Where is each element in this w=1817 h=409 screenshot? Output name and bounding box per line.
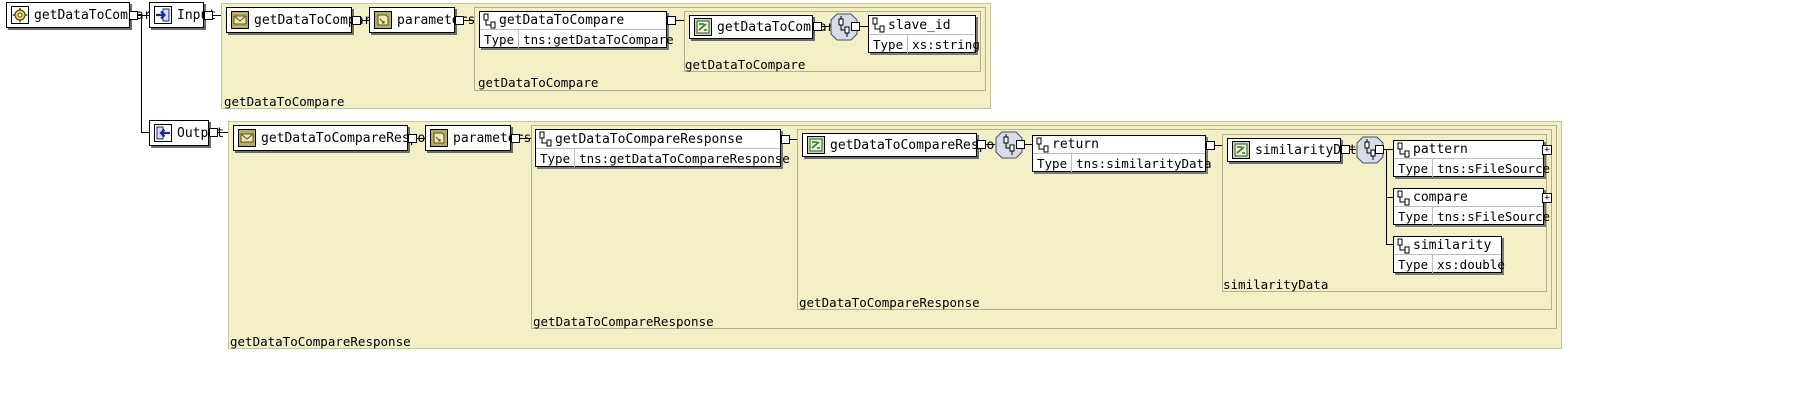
region-label: getDataToCompare (224, 94, 345, 109)
expand-plus-icon[interactable]: + (1542, 193, 1552, 203)
type-key: Type (1394, 159, 1434, 177)
field-name: return (1052, 137, 1099, 152)
output-complextype-node[interactable]: getDataToCompareResponse (802, 133, 1018, 157)
field-name: compare (1413, 190, 1468, 205)
field-slave-id[interactable]: slave_id Type xs:string (868, 15, 980, 53)
output-message-node[interactable]: getDataToCompareResponse (233, 125, 449, 151)
operation-node[interactable]: getDataToCompare (6, 2, 159, 28)
region-label: getDataToCompare (685, 57, 806, 72)
part-icon (374, 11, 392, 29)
output-arrow-icon (154, 124, 172, 142)
part-icon (430, 129, 448, 147)
region-label: getDataToCompareResponse (533, 314, 714, 329)
complex-type-icon (694, 18, 712, 36)
type-key: Type (480, 30, 520, 48)
field-name: pattern (1413, 142, 1468, 157)
element-name: getDataToCompare (499, 13, 625, 28)
input-message-node[interactable]: getDataToCompare (226, 7, 379, 33)
output-message-label: getDataToCompareResponse (261, 130, 449, 146)
input-element[interactable]: getDataToCompare Type tns:getDataToCompa… (479, 11, 674, 48)
complextype-label: getDataToCompare (717, 19, 843, 35)
type-key: Type (1394, 255, 1434, 273)
type-value: tns:sFileSource (1437, 160, 1550, 176)
field-return[interactable]: return Type tns:similarityData (1032, 135, 1212, 172)
gear-icon (11, 6, 29, 24)
input-complextype-node[interactable]: getDataToCompare (689, 15, 842, 39)
element-icon (1397, 141, 1411, 159)
message-icon (231, 11, 249, 29)
complextype-label: getDataToCompareResponse (830, 137, 1018, 153)
type-key: Type (869, 35, 909, 53)
input-part-node[interactable]: parameters (369, 7, 475, 33)
similaritydata-label: similarityData (1255, 142, 1365, 158)
field-name: slave_id (888, 17, 951, 33)
region-label: getDataToCompareResponse (799, 295, 980, 310)
element-icon (1036, 136, 1050, 154)
element-icon (1397, 189, 1411, 207)
type-value: tns:getDataToCompare (523, 31, 674, 47)
complex-type-icon (807, 136, 825, 154)
type-key: Type (1033, 154, 1073, 172)
output-element[interactable]: getDataToCompareResponse Type tns:getDat… (535, 129, 790, 167)
input-message-label: getDataToCompare (254, 12, 380, 28)
element-icon (1397, 237, 1411, 255)
region-label: getDataToCompareResponse (230, 334, 411, 349)
input-arrow-icon (154, 6, 172, 24)
type-value: tns:getDataToCompareResponse (579, 150, 790, 166)
type-value: tns:sFileSource (1437, 208, 1550, 224)
field-pattern[interactable]: pattern Type tns:sFileSource (1393, 140, 1550, 177)
element-icon (539, 130, 553, 148)
complex-type-icon (1232, 141, 1250, 159)
similaritydata-node[interactable]: similarityData (1227, 138, 1365, 162)
type-key: Type (1394, 207, 1434, 225)
output-node[interactable]: Output (149, 120, 224, 146)
type-value: xs:string (912, 36, 980, 52)
region-label: similarityData (1223, 277, 1329, 292)
element-icon (483, 12, 497, 30)
output-part-node[interactable]: parameters (425, 125, 531, 151)
expand-plus-icon[interactable]: + (1542, 145, 1552, 155)
type-value: tns:similarityData (1076, 155, 1212, 171)
field-name: similarity (1413, 238, 1492, 253)
field-compare[interactable]: compare Type tns:sFileSource (1393, 188, 1550, 225)
input-node[interactable]: Input (149, 2, 216, 28)
region-label: getDataToCompare (478, 75, 599, 90)
connector-box (129, 11, 138, 20)
operation-label: getDataToCompare (34, 7, 160, 23)
type-key: Type (536, 149, 576, 167)
type-value: xs:double (1437, 256, 1505, 272)
element-icon (872, 16, 886, 34)
field-similarity[interactable]: similarity Type xs:double (1393, 236, 1505, 273)
message-icon (238, 129, 256, 147)
element-name: getDataToCompareResponse (555, 131, 743, 147)
